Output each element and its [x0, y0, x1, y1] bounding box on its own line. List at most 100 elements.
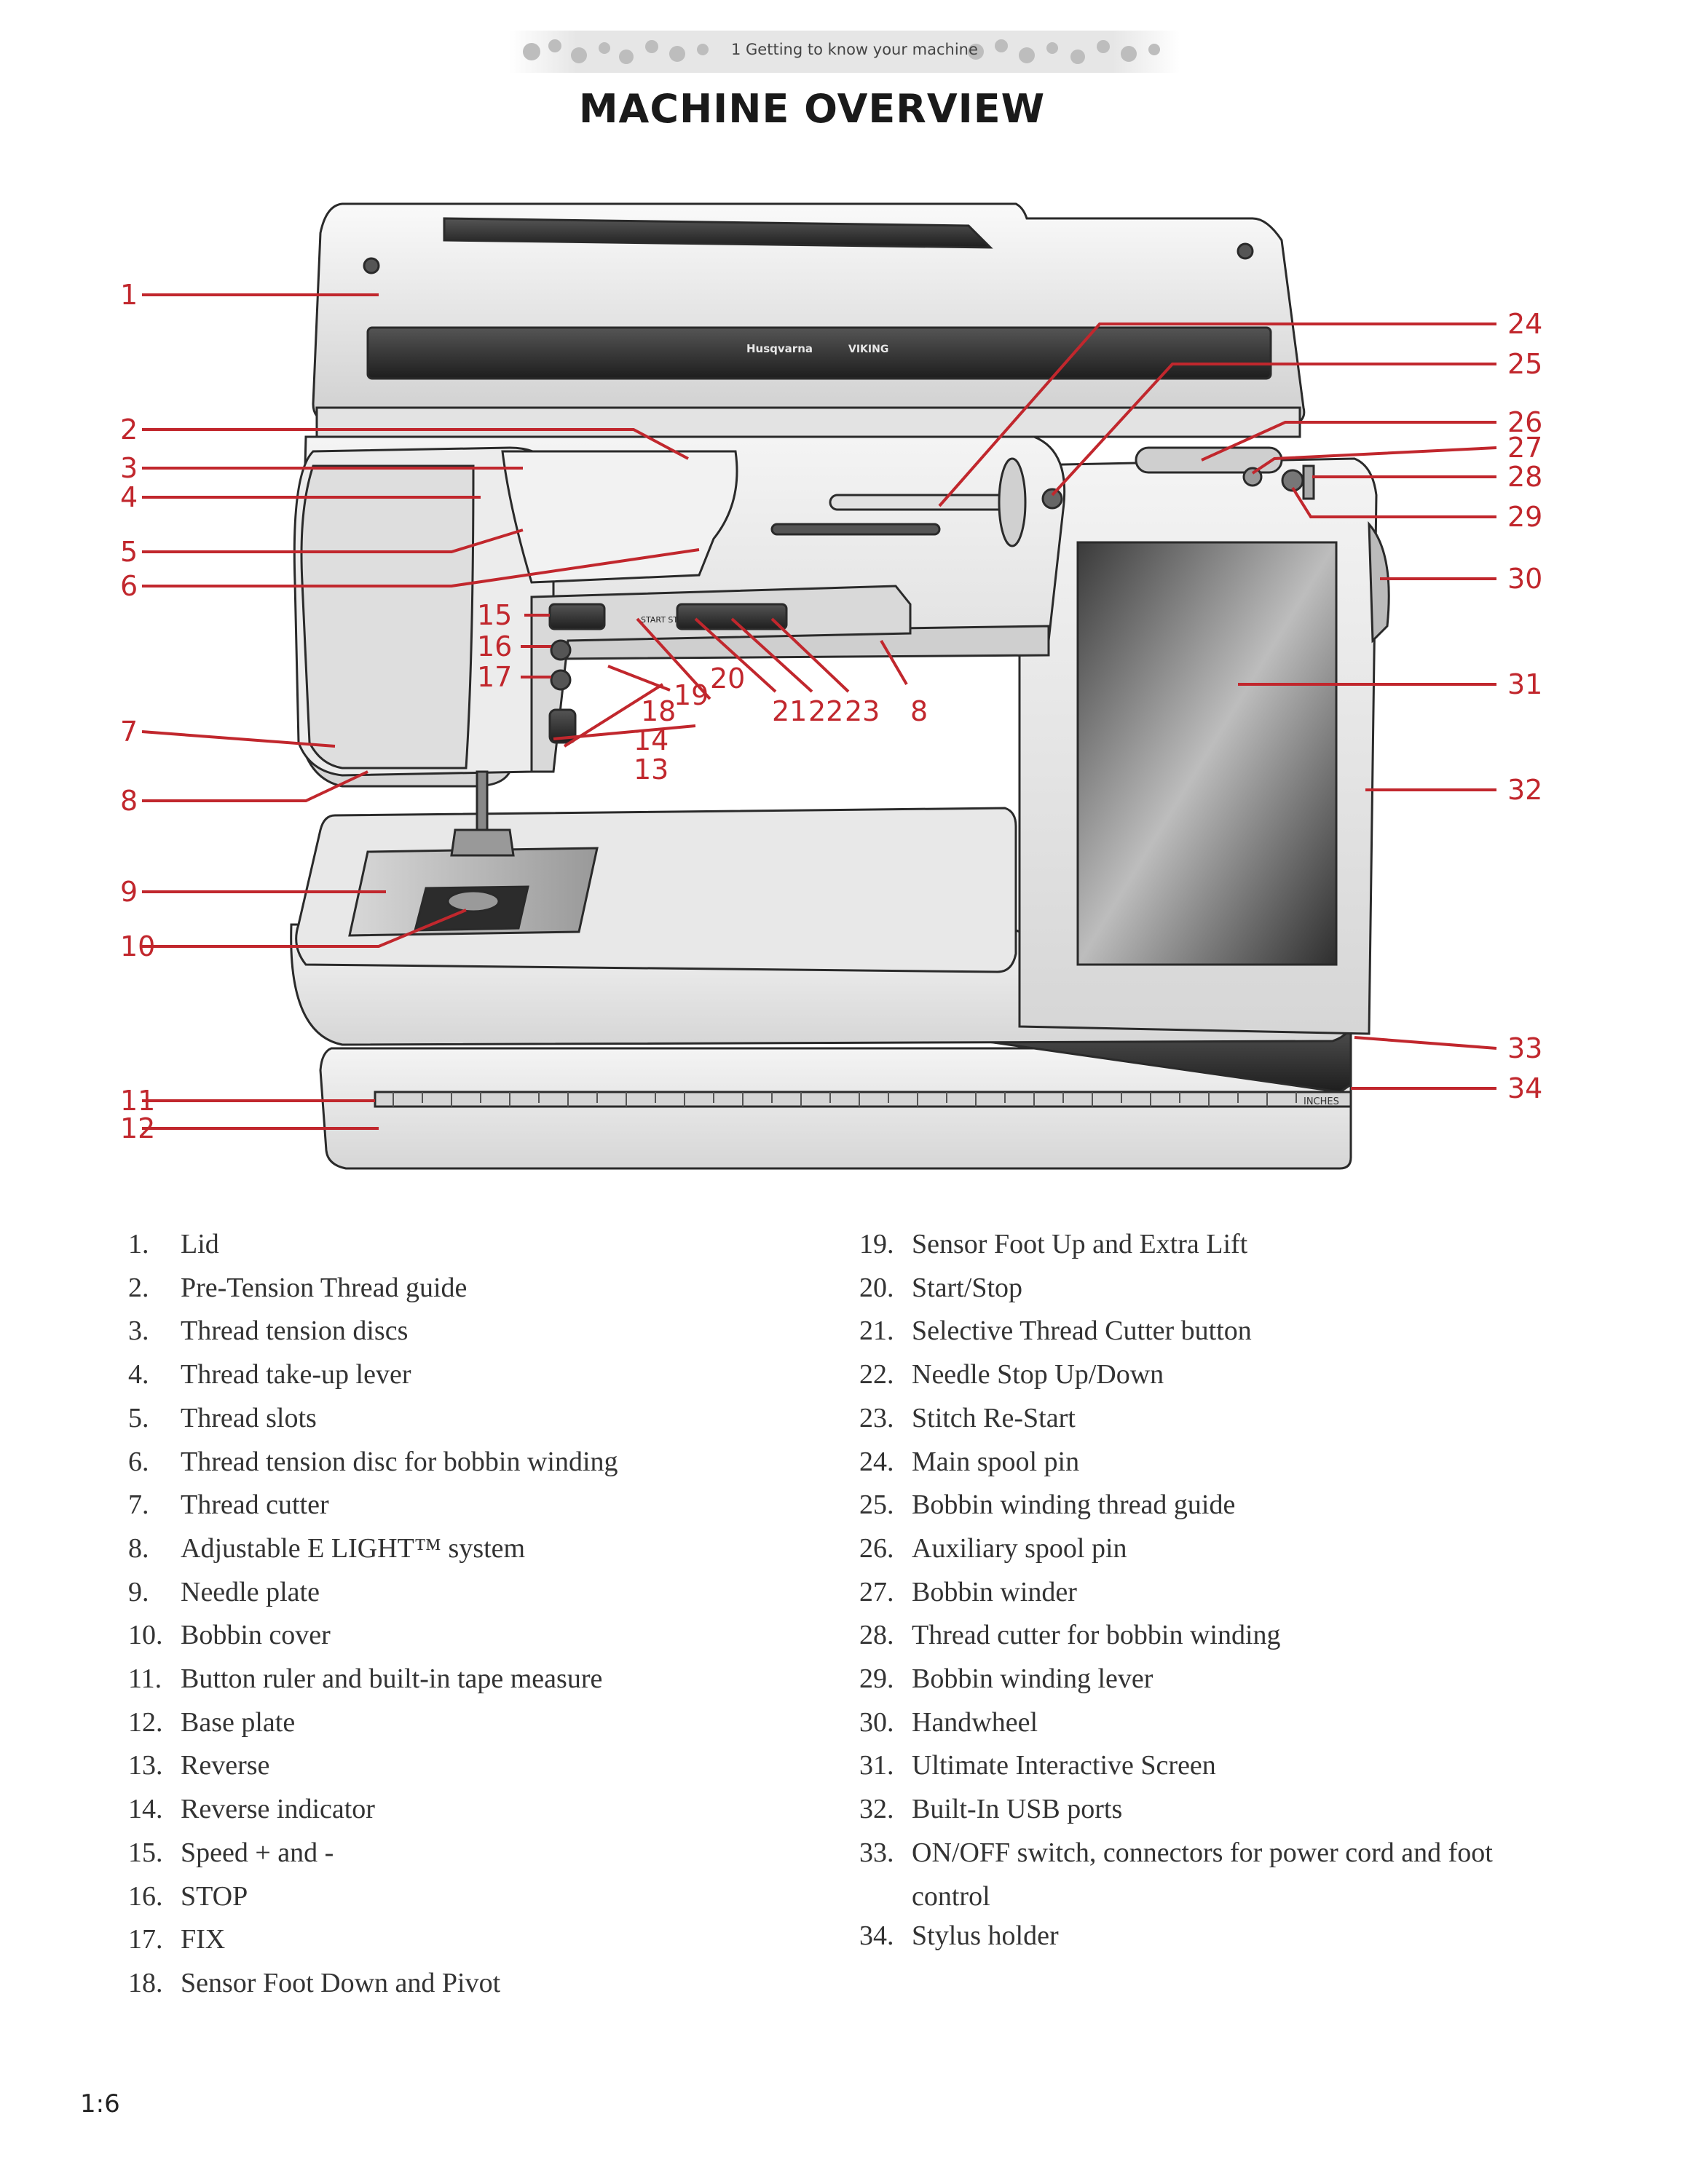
legend-number: 29. — [859, 1663, 894, 1695]
legend-text: Adjustable E LIGHT™ system — [181, 1532, 526, 1564]
legend-number: 7. — [128, 1489, 149, 1521]
legend-item: 3. Thread tension discs — [128, 1310, 856, 1353]
callout-3: 3 — [120, 452, 138, 484]
legend-number: 28. — [859, 1620, 894, 1651]
legend-text: Start/Stop — [912, 1272, 1023, 1303]
legend-number: 33. — [859, 1837, 894, 1868]
callout-10: 10 — [120, 930, 155, 962]
lid-base — [315, 406, 1301, 438]
legend-text: Ultimate Interactive Screen — [912, 1750, 1216, 1781]
bobbin-thread-cutter — [1302, 464, 1315, 500]
callout-30: 30 — [1507, 563, 1542, 595]
legend-number: 25. — [859, 1489, 894, 1521]
handwheel — [1368, 521, 1390, 644]
ruler-label: INCHES — [1304, 1096, 1339, 1107]
bobbin-thread-guide — [1041, 488, 1063, 510]
presser-foot — [450, 828, 515, 857]
legend-number: 27. — [859, 1576, 894, 1607]
legend-text: Stitch Re-Start — [912, 1402, 1076, 1433]
callout-26: 26 — [1507, 406, 1542, 438]
lid-screw — [363, 257, 380, 274]
callout-8-right: 8 — [910, 695, 928, 727]
control-panel — [530, 585, 912, 773]
callout-25: 25 — [1507, 348, 1542, 380]
legend-item: 6.Thread tension disc for bobbin winding — [128, 1441, 856, 1484]
fix-button — [550, 669, 572, 691]
legend-number: 8. — [128, 1532, 149, 1564]
legend-text: Thread tension discs — [181, 1315, 409, 1347]
spool-cap — [998, 457, 1027, 547]
legend-text: FIX — [181, 1924, 226, 1955]
legend-number: 17. — [128, 1924, 163, 1955]
lid-window — [366, 326, 1272, 380]
page-title: MACHINE OVERVIEW — [578, 86, 1046, 132]
callout-32: 32 — [1507, 774, 1542, 806]
interactive-screen — [1076, 541, 1338, 966]
callout-34: 34 — [1507, 1072, 1542, 1104]
legend-number: 23. — [859, 1402, 894, 1433]
callout-33: 33 — [1507, 1032, 1542, 1064]
legend-item: 10.Bobbin cover — [128, 1614, 856, 1658]
legend-text: Lid — [181, 1229, 219, 1259]
legend-text: Thread take-up lever — [181, 1359, 411, 1390]
callout-13: 13 — [634, 753, 669, 786]
legend-item: 17. FIX — [128, 1918, 856, 1962]
legend-text: Thread tension disc for bobbin winding — [181, 1446, 618, 1477]
callout-2: 2 — [120, 414, 138, 446]
legend-text: Reverse — [181, 1750, 270, 1781]
legend-number: 16. — [128, 1880, 163, 1912]
legend-number: 12. — [128, 1706, 163, 1738]
legend-text: STOP — [181, 1880, 248, 1912]
brand-text-2: VIKING — [848, 344, 888, 355]
bobbin-cover-window — [446, 890, 500, 913]
legend-text: Needle Stop Up/Down — [912, 1359, 1164, 1390]
legend-text: Bobbin cover — [181, 1620, 331, 1651]
callout-18: 18 — [641, 695, 676, 727]
legend-item: 21.Selective Thread Cutter button — [859, 1310, 1573, 1353]
floral-ornament-icon — [968, 39, 1160, 64]
legend-text: Selective Thread Cutter button — [912, 1315, 1252, 1347]
legend-text: Built-In USB ports — [912, 1794, 1123, 1825]
legend-text: Thread cutter — [181, 1489, 329, 1521]
callout-27: 27 — [1507, 432, 1542, 464]
legend-text: Stylus holder — [912, 1920, 1059, 1952]
legend-item: 33.ON/OFF switch, connectors for power c… — [859, 1832, 1573, 1918]
legend-text: Bobbin winding thread guide — [912, 1489, 1236, 1521]
legend-number: 1. — [128, 1229, 149, 1259]
callout-5: 5 — [120, 536, 138, 568]
callout-12: 12 — [120, 1112, 155, 1144]
legend-item: 9.Needle plate — [128, 1571, 856, 1615]
head-side-panel — [300, 464, 475, 769]
callout-28: 28 — [1507, 461, 1542, 493]
callout-17: 17 — [477, 661, 512, 693]
brand-text: Husqvarna — [746, 342, 813, 355]
chapter-title: 1 Getting to know your machine — [731, 41, 978, 58]
legend-text: Auxiliary spool pin — [912, 1532, 1127, 1564]
legend-text: Bobbin winder — [912, 1576, 1077, 1607]
callout-4: 4 — [120, 481, 138, 513]
main-spool-pin — [829, 494, 1014, 511]
legend-number: 5. — [128, 1402, 149, 1433]
legend-text: Sensor Foot Down and Pivot — [181, 1967, 501, 1998]
legend-text: Thread slots — [181, 1402, 317, 1433]
legend-number: 20. — [859, 1272, 894, 1303]
bobbin-winding-lever — [1281, 469, 1304, 492]
legend-item: 1. Lid — [128, 1223, 856, 1267]
legend-number: 14. — [128, 1794, 163, 1825]
legend-number: 26. — [859, 1532, 894, 1564]
legend-item: 8. Adjustable E LIGHT™ system — [128, 1527, 856, 1571]
legend-number: 32. — [859, 1794, 894, 1825]
legend-item: 24.Main spool pin — [859, 1441, 1573, 1484]
legend-item: 30.Handwheel — [859, 1701, 1573, 1745]
lid-screw — [1237, 242, 1254, 260]
legend-item: 7. Thread cutter — [128, 1484, 856, 1527]
callout-7: 7 — [120, 716, 138, 748]
legend-item: 15.Speed + and - — [128, 1832, 856, 1875]
legend-number: 3. — [128, 1315, 149, 1347]
legend-item: 2.Pre-Tension Thread guide — [128, 1267, 856, 1310]
legend-number: 34. — [859, 1920, 894, 1952]
legend-text: Handwheel — [912, 1706, 1038, 1738]
callout-11: 11 — [120, 1085, 155, 1117]
legend-text: Pre-Tension Thread guide — [181, 1272, 468, 1303]
legend-item: 5. Thread slots — [128, 1397, 856, 1441]
